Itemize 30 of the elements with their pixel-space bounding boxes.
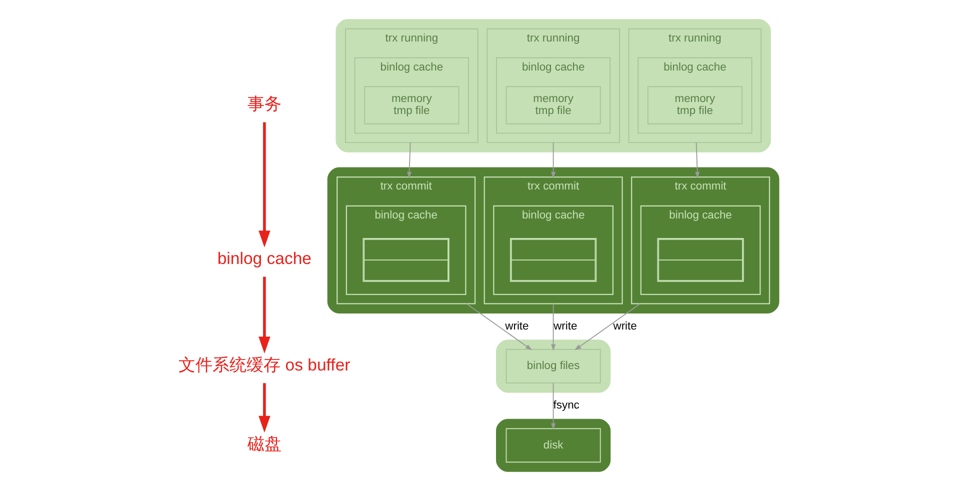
arrow (258, 122, 270, 248)
cluster (496, 340, 611, 393)
cluster (336, 19, 771, 152)
edge-label: fsync (553, 400, 580, 412)
node-box: binlog files (506, 348, 601, 384)
arrow (574, 303, 641, 350)
cluster (327, 167, 780, 314)
node-text: 文件系统缓存 os buffer (178, 355, 350, 374)
node-text: 磁盘 (247, 434, 282, 454)
arrow (551, 303, 556, 351)
cluster: binlog cache (493, 205, 614, 295)
arrow (551, 382, 556, 430)
cluster (496, 418, 611, 472)
node-box: memory tmp file (364, 86, 460, 124)
edge-label: write (505, 320, 529, 332)
edge-label: write (554, 320, 578, 332)
node-box: memory tmp file (647, 86, 742, 124)
edge-label: write (613, 320, 637, 332)
cluster: binlog cache (640, 205, 761, 295)
arrow (258, 383, 270, 433)
node-text: binlog cache (217, 249, 312, 268)
arrow (695, 142, 700, 178)
arrow (258, 276, 270, 354)
node-box: memory tmp file (506, 86, 601, 124)
cluster: binlog cache (346, 205, 466, 295)
arrow (551, 142, 556, 178)
node-text: 事务 (247, 94, 282, 114)
arrow (406, 142, 412, 178)
arrow (466, 303, 532, 350)
node-box: disk (506, 428, 601, 463)
